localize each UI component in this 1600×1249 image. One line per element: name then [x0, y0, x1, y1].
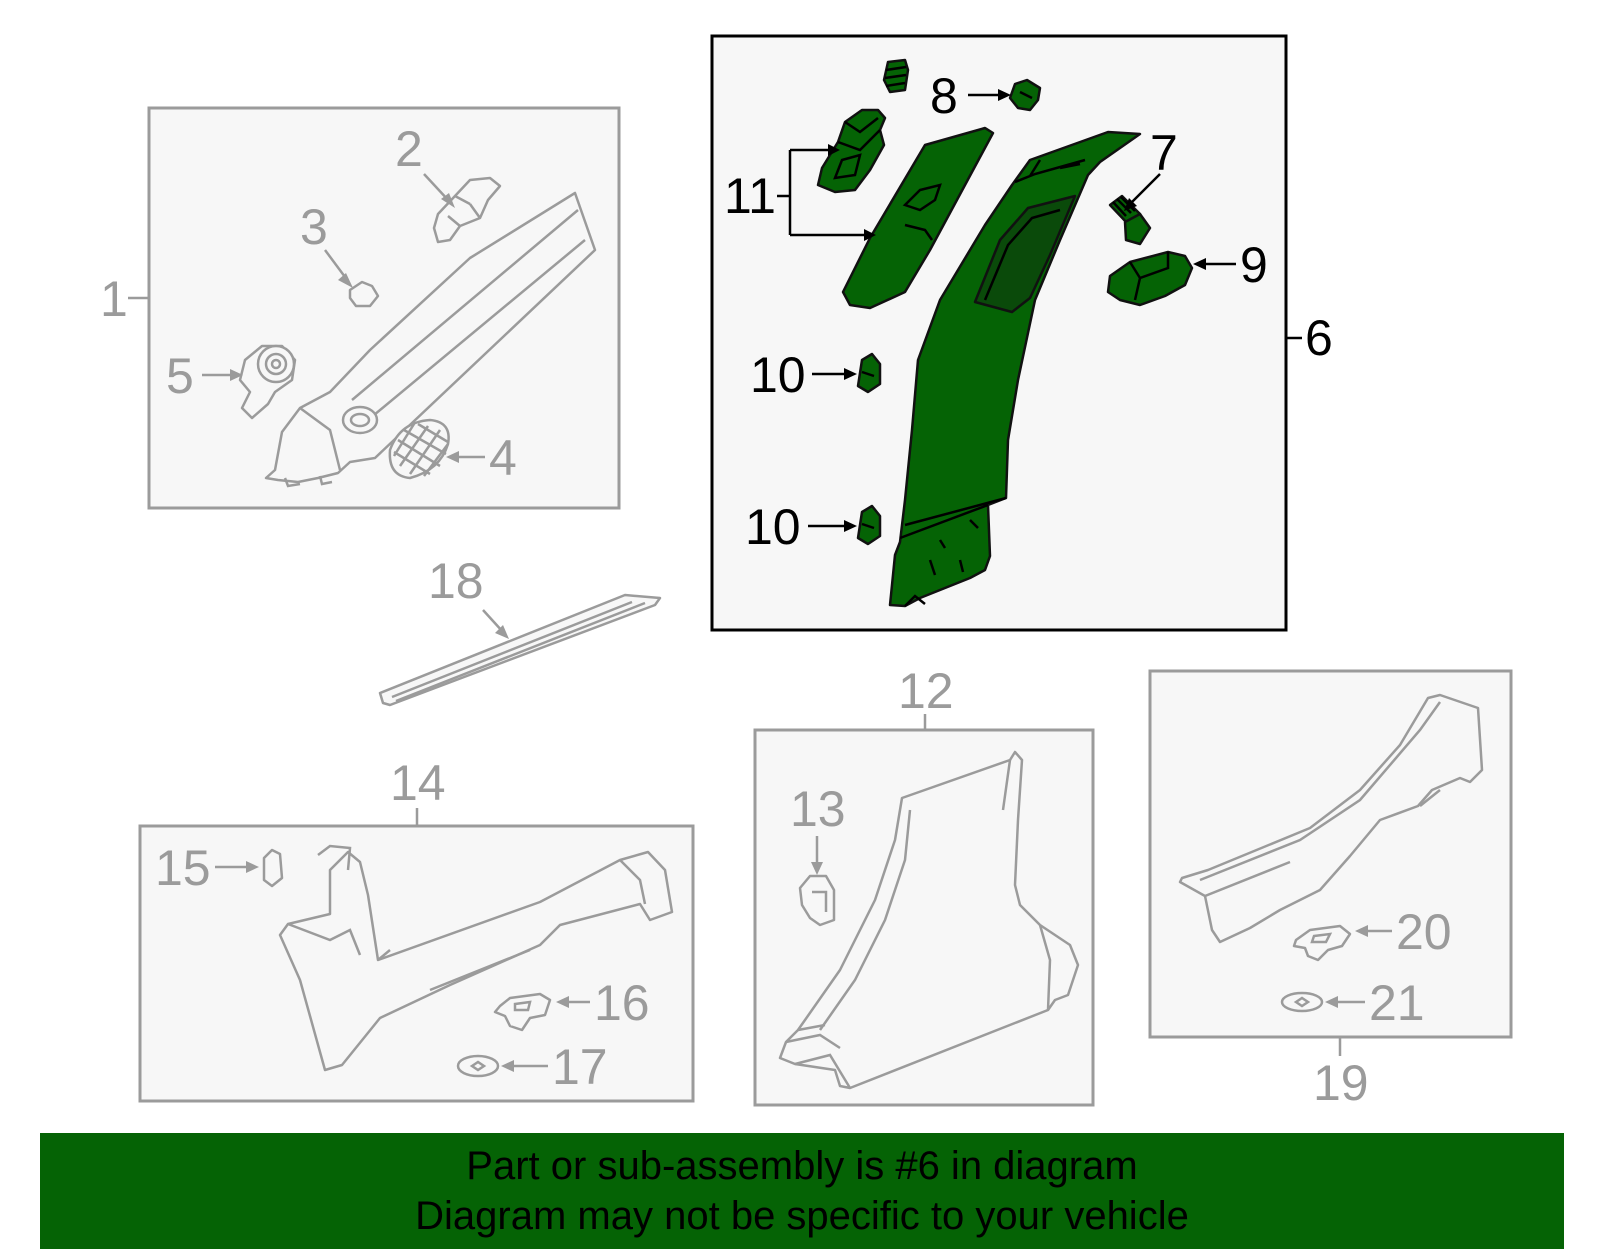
part-5-speaker[interactable] — [238, 344, 297, 420]
part-15-clip[interactable] — [262, 848, 284, 888]
callout-20[interactable]: 20 — [1396, 904, 1452, 960]
assembly-6-group: 6 11 — [710, 34, 1333, 632]
callout-10-upper[interactable]: 10 — [750, 347, 806, 403]
callout-3[interactable]: 3 — [300, 199, 328, 255]
part-10-clip-lower[interactable] — [856, 504, 882, 546]
callout-16[interactable]: 16 — [594, 975, 650, 1031]
part-10-clip-upper[interactable] — [856, 352, 882, 394]
callout-7[interactable]: 7 — [1150, 125, 1178, 181]
part-17-grommet[interactable] — [456, 1054, 500, 1078]
part-21-grommet[interactable] — [1280, 991, 1324, 1013]
part-6-b-pillar-trim[interactable] — [888, 130, 1142, 608]
callout-10-lower[interactable]: 10 — [745, 499, 801, 555]
part-3-clip[interactable] — [348, 280, 380, 308]
banner-line-1: Part or sub-assembly is #6 in diagram — [466, 1144, 1138, 1188]
callout-13[interactable]: 13 — [790, 781, 846, 837]
callout-2[interactable]: 2 — [395, 121, 423, 177]
assembly-14-group: 14 15 16 17 — [138, 755, 695, 1103]
callout-12[interactable]: 12 — [898, 663, 954, 719]
callout-8[interactable]: 8 — [930, 68, 958, 124]
part-2-clip[interactable] — [432, 176, 502, 244]
callout-9[interactable]: 9 — [1240, 237, 1268, 293]
part-4-speaker-grille[interactable] — [388, 418, 450, 480]
callout-18[interactable]: 18 — [428, 553, 484, 609]
info-banner: Part or sub-assembly is #6 in diagram Di… — [40, 1133, 1564, 1249]
part-14-front-sill-trim[interactable] — [278, 850, 674, 1072]
part-8-clip[interactable] — [1008, 78, 1042, 112]
part-11-switch[interactable] — [816, 108, 887, 194]
callout-21[interactable]: 21 — [1369, 975, 1425, 1031]
assembly-19-group: 19 20 21 — [1148, 669, 1513, 1111]
callout-14[interactable]: 14 — [390, 755, 446, 811]
info-banner-background — [40, 1133, 1564, 1249]
callout-17[interactable]: 17 — [552, 1039, 608, 1095]
banner-line-2: Diagram may not be specific to your vehi… — [415, 1194, 1189, 1238]
part-18-sill-strip-group: 18 — [378, 553, 662, 707]
callout-4[interactable]: 4 — [489, 430, 517, 486]
part-18-sill-strip[interactable] — [378, 593, 662, 707]
callout-5[interactable]: 5 — [166, 348, 194, 404]
assembly-12-group: 12 13 — [753, 663, 1095, 1107]
part-16-retainer[interactable] — [493, 992, 552, 1032]
part-screw-spring[interactable] — [882, 58, 910, 94]
part-11-cover[interactable] — [841, 126, 995, 310]
part-13-clip[interactable] — [798, 874, 836, 927]
assembly-1-group: 1 2 3 5 4 — [100, 106, 621, 510]
callout-19[interactable]: 19 — [1313, 1055, 1369, 1111]
callout-15[interactable]: 15 — [155, 840, 211, 896]
part-9-cover[interactable] — [1106, 250, 1194, 307]
callout-1[interactable]: 1 — [100, 271, 128, 327]
callout-11[interactable]: 11 — [724, 168, 776, 224]
callout-6[interactable]: 6 — [1305, 310, 1333, 366]
